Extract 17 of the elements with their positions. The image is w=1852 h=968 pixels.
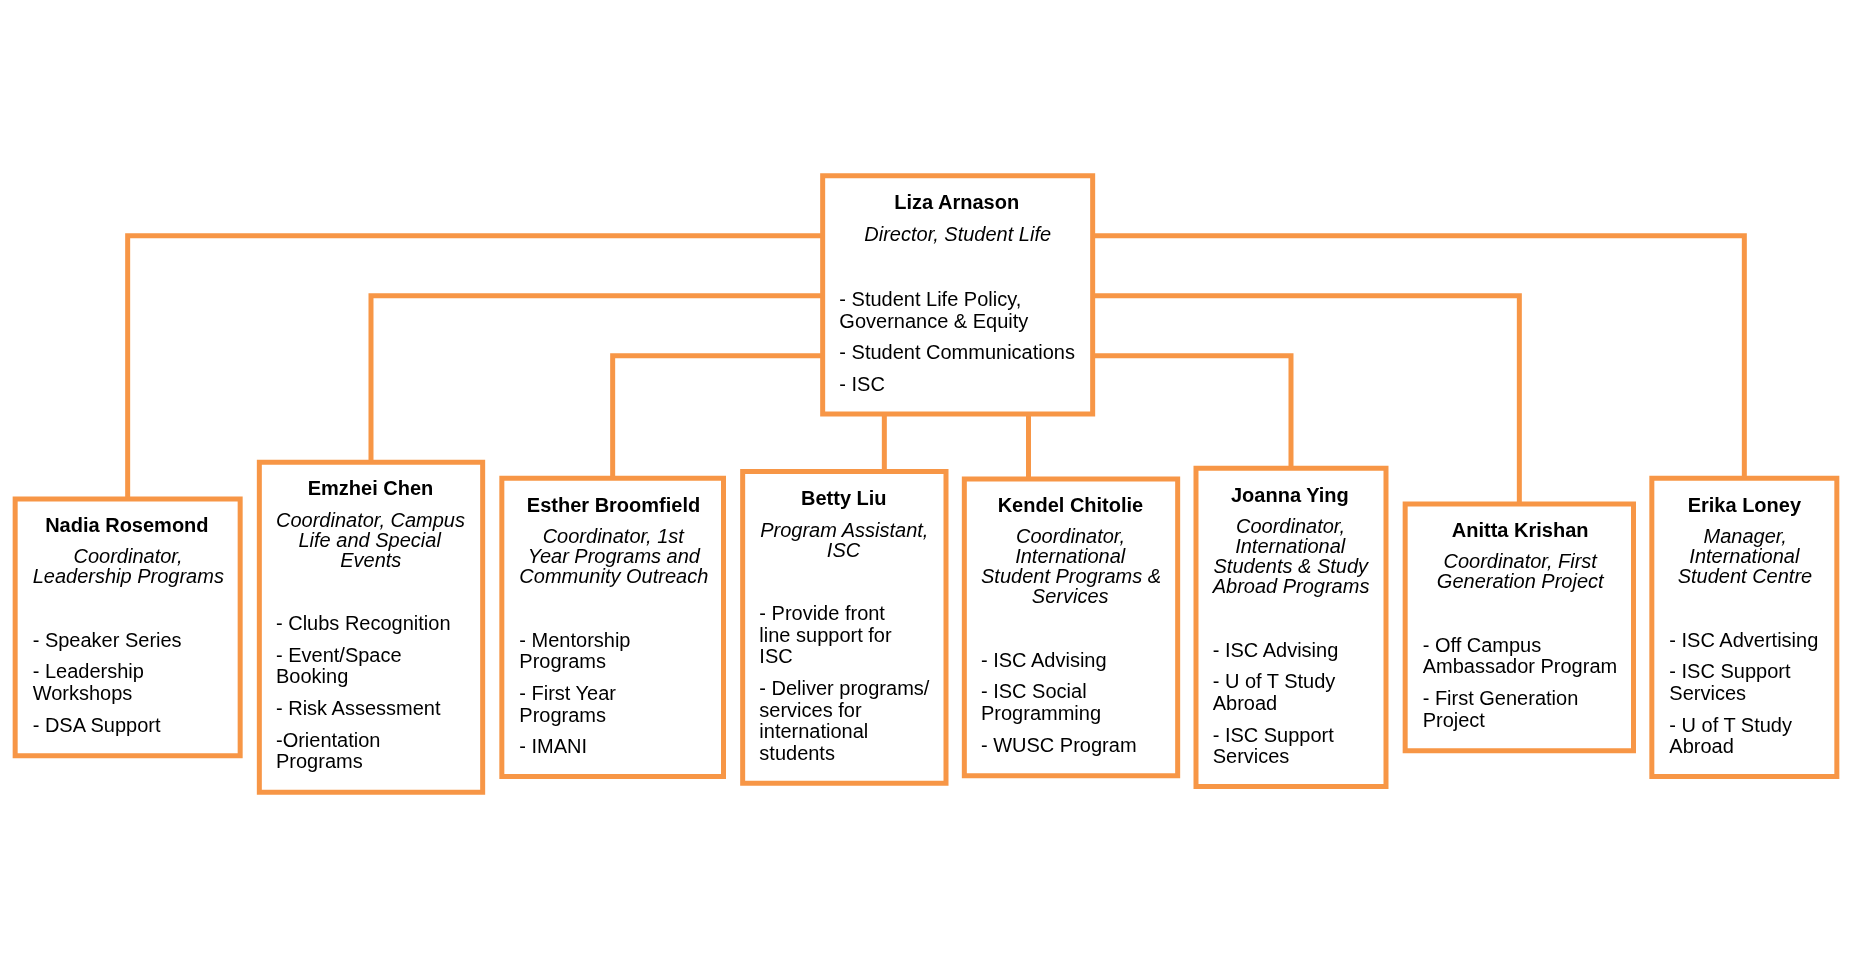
node-box: Erika Loney Manager, International Student Centre - ISC Advertising - ISC Support Services - U of T Study Abroad: [1649, 475, 1840, 779]
connector: [610, 353, 823, 478]
node-box: Nadia Rosemond Coordinator, Leadership Programs - Speaker Series - Leadership Workshops - DSA Support: [12, 496, 243, 759]
node-box: Betty Liu Program Assistant, ISC - Provide front line support for ISC - Deliver programs/ services for international students: [740, 469, 949, 786]
node-box: Emzhei Chen Coordinator, Campus Life and Special Events - Clubs Recognition - Event/Space Booking - Risk Assessment -Orientation Programs: [256, 459, 486, 795]
connector: [881, 414, 887, 472]
connector: [1092, 293, 1522, 504]
connector: [1092, 353, 1294, 468]
connector: [125, 233, 823, 499]
connector: [1026, 414, 1031, 479]
node-box: Liza Arnason Director, Student Life - Student Life Policy, Governance & Equity - Student Communications - ISC: [820, 173, 1096, 417]
node-box: Anitta Krishan Coordinator, First Generation Project - Off Campus Ambassador Program - First Generation Project: [1402, 501, 1636, 754]
node-box: Joanna Ying Coordinator, International Students & Study Abroad Programs - ISC Advising - U of T Study Abroad - ISC Support Services: [1193, 465, 1389, 789]
connector: [368, 293, 823, 462]
node-box: Esther Broomfield Coordinator, 1st Year Programs and Community Outreach - Mentorship Programs - First Year Programs - IMANI: [499, 475, 726, 779]
connector: [1092, 233, 1747, 479]
node-box: Kendel Chitolie Coordinator, International Student Programs & Services - ISC Advising - ISC Social Programming - WUSC Program: [961, 476, 1181, 779]
